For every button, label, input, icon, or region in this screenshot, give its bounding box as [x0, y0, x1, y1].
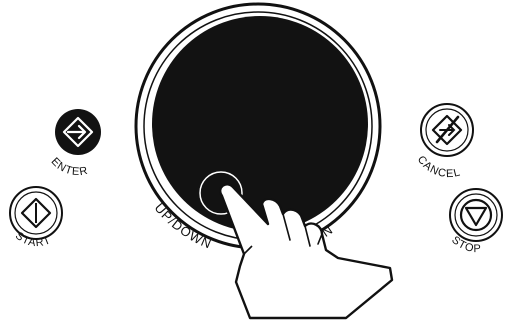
start-button[interactable]: START — [10, 187, 62, 249]
cancel-button-label: CANCEL — [415, 154, 462, 180]
cancel-button[interactable]: CANCEL — [415, 104, 473, 180]
enter-button[interactable]: ENTER — [42, 98, 114, 178]
svg-text:CANCEL: CANCEL — [415, 154, 462, 180]
stop-button[interactable]: STOP — [449, 189, 502, 255]
stop-button-face[interactable] — [450, 189, 502, 241]
dial-face[interactable] — [152, 16, 368, 232]
